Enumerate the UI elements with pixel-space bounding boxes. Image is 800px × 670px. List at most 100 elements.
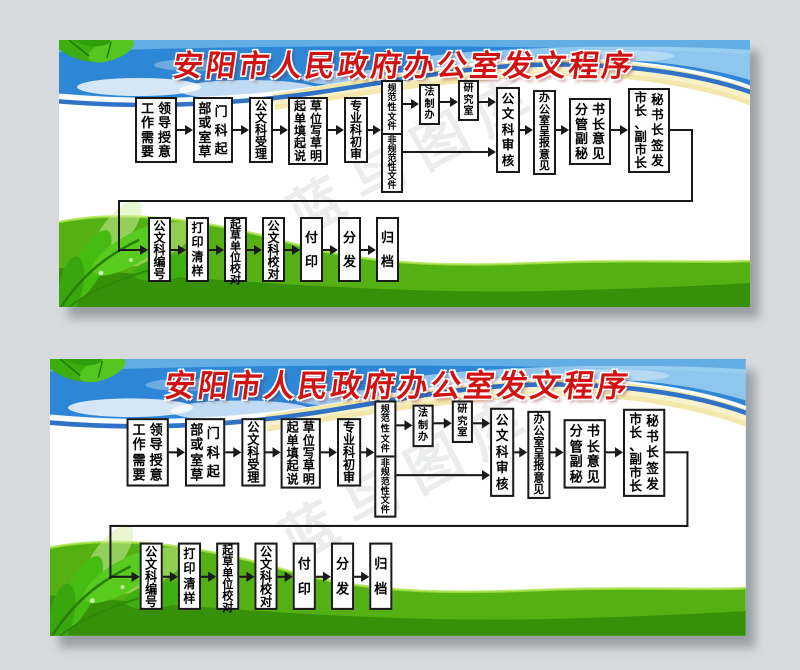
box-label-column: 部或室草 [198,100,212,160]
flow-arrow-line [118,249,142,251]
box-label-column: 门科起 [206,425,220,480]
flow-box-print_proof: 打印清样 [177,542,202,610]
flow-arrow-line [514,451,522,454]
box-label-column: 秘书长签发 [646,413,659,492]
flow-arrow-head [328,447,337,458]
flow-arrow-line [323,249,332,251]
box-label-column: 非规范性文件 [380,457,390,515]
flow-box-doc_accept: 公文科受理 [249,97,273,163]
flow-arrow-head [488,97,496,107]
box-label-column: 市长、副市长 [629,411,642,494]
flow-connector-segment [670,129,693,131]
flow-arrow-head [178,245,186,255]
banner-background-art [59,40,750,307]
flow-arrow-line [472,422,485,425]
box-label-column: 部或室草 [190,421,204,483]
flow-arrow-head [555,447,564,458]
flow-arrow-line [168,451,179,454]
flow-arrow-line [550,451,558,454]
box-label-column: 工作需要 [132,421,146,483]
box-label-column: 书长意见 [586,423,600,485]
flow-box-doc_proof: 公文科校对 [262,217,285,282]
flow-arrow-head [336,125,344,135]
flow-arrow-line [315,575,325,578]
flow-box-mayor_sign: 市长、副市长秘书长签发 [622,408,666,497]
flow-box-deputy_sec: 分管副秘书长意见 [563,419,606,489]
flow-arrow-line [171,249,180,251]
flow-arrow-line [361,451,369,454]
flow-arrow-line [177,129,187,131]
box-label-column: 书长意见 [591,101,605,162]
flow-box-archive: 归档 [369,542,393,610]
flow-arrow-head [131,571,140,582]
flow-connector-segment [109,524,112,579]
box-label-column: 法制办 [418,407,429,443]
leaf-decoration-top [50,359,126,383]
flow-box-doc_number: 公文科编号 [148,217,171,282]
flow-arrow-head [216,245,224,255]
flow-arrow-line [247,249,256,251]
flow-arrow-head [292,245,300,255]
flow-box-unit_proof: 起草单位校对 [224,217,247,286]
flow-box-deputy_sec: 分管副秘书长意见 [569,98,611,165]
flow-arrow-head [411,99,419,109]
flow-arrow-line [396,424,407,427]
flow-box-doc_number: 公文科编号 [139,542,163,610]
flow-arrow-head [450,97,458,107]
box-label-column: 门科起 [214,104,228,156]
flow-arrow-head [254,245,262,255]
flow-box-non-normative-doc: 非规范性文件 [376,455,395,515]
box-label-column: 草位写草明 [309,99,322,163]
flow-box-non-normative-doc: 非规范性文件 [383,133,401,191]
flow-arrow-line [354,575,364,578]
box-label-column: 付印 [297,556,311,597]
flow-box-distribute: 分发 [330,542,355,610]
box-label-column: 研究室 [463,83,474,117]
box-label-column: 起草单位校对 [230,219,241,286]
box-label-column: 公文科校对 [267,219,280,281]
flow-box-need: 工作需要领导授意 [135,97,177,163]
flow-connector-segment [109,524,689,527]
flow-arrow-head [519,447,528,458]
flow-box-draft_note: 起单填起说草位写草明 [288,97,328,165]
box-label-column: 规范性文件 [387,82,397,132]
flow-arrow-line [277,575,287,578]
box-label-column: 公文科校对 [259,544,273,609]
box-label-column: 分管副秘 [574,101,588,162]
flow-arrow-line [479,101,490,103]
flow-arrow-line [239,575,249,578]
banner-title: 安阳市人民政府办公室发文程序 [170,50,638,83]
flow-arrow-line [285,249,294,251]
flow-arrow-head [373,125,381,135]
box-label-column: 分发 [335,556,350,597]
flow-arrow-line [403,151,490,153]
box-label-column: 草位写草明 [302,420,315,487]
flow-box-normative-doc: 规范性文件 [383,82,401,133]
box-label-column: 归档 [380,230,394,269]
box-label-column: 法制办 [424,87,435,121]
flow-arrow-line [225,451,236,454]
flow-arrow-head [322,571,331,582]
box-label-column: 公文科编号 [145,544,158,609]
flow-box-legal: 法制办 [412,404,434,448]
flow-connector-segment [118,200,120,252]
box-label-column: 专业科初审 [349,99,362,161]
box-label-column: 公文科编号 [153,219,166,281]
flow-box-pro_init: 专业科初审 [344,97,368,163]
flow-arrow-head [169,571,178,582]
flow-box-normative-doc: 规范性文件 [376,403,394,456]
flow-box-doc_accept: 公文科受理 [241,418,266,487]
flow-box-dept_draft: 部或室草门科起 [184,418,226,487]
box-label-column: 分管副秘 [569,423,583,485]
flow-arrow-line [403,103,413,105]
box-label-column: 分发 [342,230,356,269]
box-label-column: 工作需要 [140,100,154,160]
flow-box-split: 规范性文件非规范性文件 [374,400,397,518]
flow-arrow-head [272,447,281,458]
box-label-column: 规范性文件 [380,403,390,454]
flow-arrow-line [611,129,622,131]
flow-box-unit_proof: 起草单位校对 [216,542,240,614]
box-label-column: 研究室 [457,403,468,439]
flow-arrow-line [556,129,563,131]
box-label-column: 专业科初审 [343,420,356,485]
